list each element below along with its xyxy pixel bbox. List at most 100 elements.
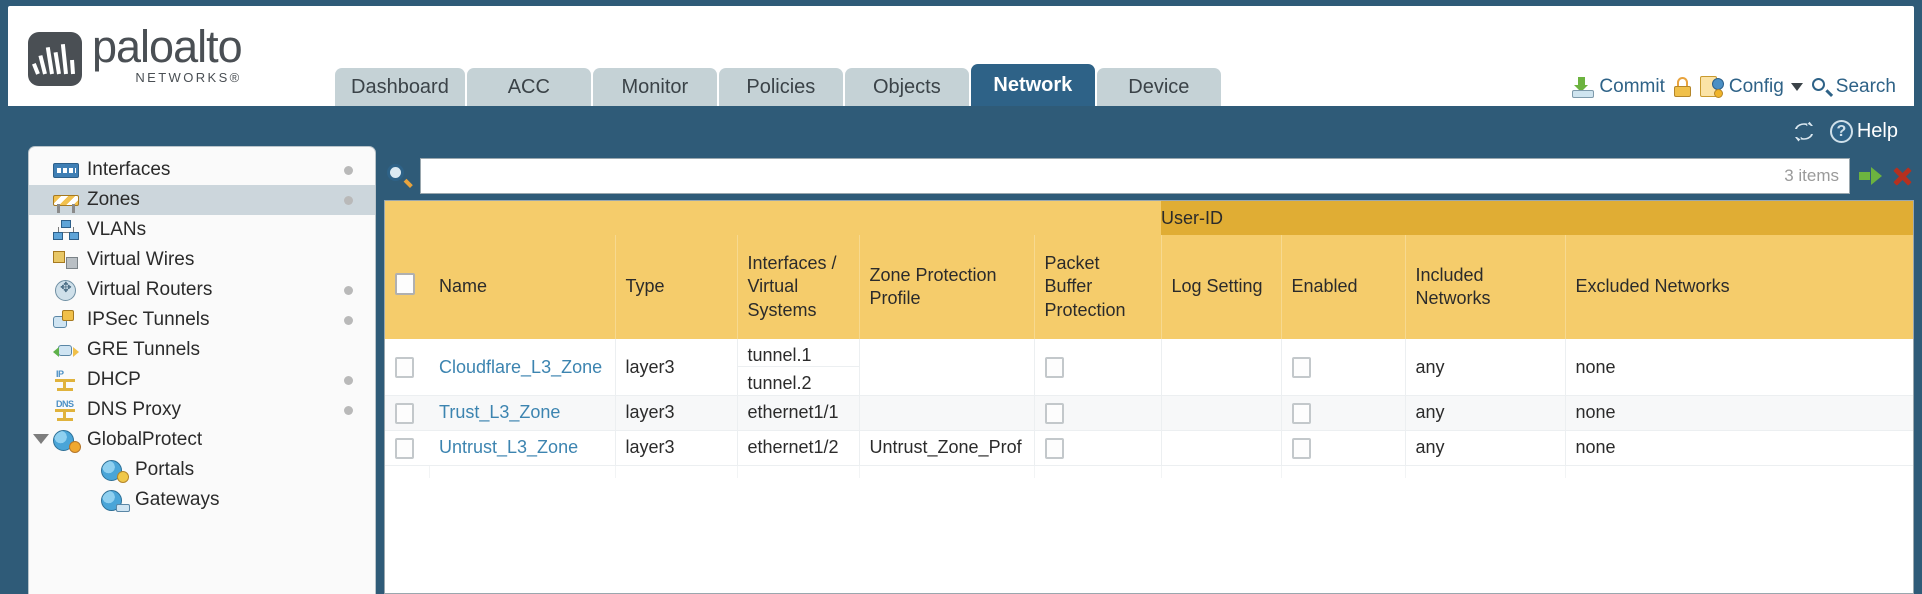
cell-zone-protection-profile: Untrust_Zone_Prof [859, 430, 1035, 466]
sidebar-item-virtual-routers[interactable]: Virtual Routers [29, 275, 375, 305]
cell-type: layer3 [615, 339, 738, 396]
column-header-zone-protection-profile[interactable]: Zone Protection Profile [859, 235, 1035, 339]
cell-name[interactable]: Trust_L3_Zone [429, 395, 616, 431]
group-header-spacer [385, 201, 1161, 235]
sidebar-item-zones[interactable]: Zones [29, 185, 375, 215]
commit-label: Commit [1599, 76, 1665, 97]
virtual-wires-icon [53, 250, 79, 271]
cell-name[interactable]: Cloudflare_L3_Zone [429, 339, 616, 396]
tab-dashboard[interactable]: Dashboard [335, 68, 465, 106]
search-icon[interactable] [386, 163, 413, 189]
select-all-checkbox[interactable] [395, 272, 415, 295]
packet-buffer-protection-checkbox[interactable] [1044, 402, 1064, 424]
cell-type: layer3 [615, 395, 738, 431]
lock-button[interactable] [1673, 77, 1691, 97]
tab-policies[interactable]: Policies [718, 68, 843, 106]
tab-device[interactable]: Device [1096, 68, 1221, 106]
search-icon [1811, 77, 1833, 97]
commit-button[interactable]: Commit [1572, 76, 1665, 98]
select-all-header [385, 235, 429, 339]
sidebar-item-interfaces[interactable]: Interfaces [29, 155, 375, 185]
row-checkbox[interactable] [395, 437, 414, 459]
table-group-header-row: User-ID [385, 201, 1913, 235]
search-box[interactable]: 3 items [420, 158, 1850, 194]
sidebar-item-label: Zones [87, 189, 140, 210]
sidebar-item-vlans[interactable]: VLANs [29, 215, 375, 245]
utility-bar: ? Help [8, 106, 1914, 166]
help-icon: ? [1829, 120, 1853, 143]
column-header-type[interactable]: Type [615, 235, 738, 339]
section-marker-dot [344, 316, 353, 325]
column-header-excluded-networks[interactable]: Excluded Networks [1565, 235, 1913, 339]
gre-tunnels-icon [53, 340, 79, 361]
sidebar-item-gre-tunnels[interactable]: GRE Tunnels [29, 335, 375, 365]
column-header-interfaces[interactable]: Interfaces / Virtual Systems [737, 235, 860, 339]
item-count-label: 3 items [1784, 166, 1839, 185]
zones-content-panel: 3 items User-ID [384, 146, 1914, 594]
zone-name-link[interactable]: Trust_L3_Zone [439, 402, 561, 423]
userid-enabled-checkbox[interactable] [1291, 402, 1311, 424]
sidebar-item-ipsec-tunnels[interactable]: IPSec Tunnels [29, 305, 375, 335]
expander-collapse-icon[interactable] [33, 434, 49, 444]
cell-excluded-networks: none [1565, 339, 1913, 396]
cell-included-networks: any [1405, 339, 1566, 396]
sidebar-item-dns-proxy[interactable]: DNS DNS Proxy [29, 395, 375, 425]
sidebar-item-gateways[interactable]: Gateways [29, 485, 375, 515]
table-row[interactable]: Untrust_L3_Zone layer3 ethernet1/2 Untru… [385, 430, 1913, 466]
cell-packet-buffer-protection [1034, 395, 1162, 431]
table-row[interactable]: Trust_L3_Zone layer3 ethernet1/1 any [385, 395, 1913, 431]
help-button[interactable]: ? Help [1829, 120, 1898, 143]
dns-proxy-icon: DNS [53, 399, 79, 421]
portals-icon [101, 459, 129, 483]
tab-objects[interactable]: Objects [844, 68, 969, 106]
config-menu[interactable]: Config [1699, 76, 1803, 98]
ipsec-tunnels-icon [53, 309, 79, 331]
column-header-included-networks[interactable]: Included Networks [1405, 235, 1566, 339]
zone-name-link[interactable]: Untrust_L3_Zone [439, 437, 579, 458]
sidebar-item-dhcp[interactable]: IP DHCP [29, 365, 375, 395]
userid-enabled-checkbox[interactable] [1291, 437, 1311, 459]
packet-buffer-protection-checkbox[interactable] [1044, 356, 1064, 378]
userid-enabled-checkbox[interactable] [1291, 356, 1311, 378]
search-input[interactable] [431, 166, 1775, 186]
tab-network[interactable]: Network [970, 64, 1095, 106]
sidebar-item-label: Gateways [135, 489, 220, 510]
refresh-icon[interactable] [1792, 121, 1816, 143]
table-header-row: Name Type Interfaces / Virtual Systems Z… [385, 235, 1913, 339]
tab-monitor[interactable]: Monitor [592, 68, 717, 106]
sidebar-item-label: Portals [135, 459, 195, 480]
cell-interfaces: tunnel.1 tunnel.2 [737, 339, 860, 396]
row-select-cell [385, 430, 429, 466]
interface-entry: tunnel.2 [747, 373, 812, 393]
column-header-log-setting[interactable]: Log Setting [1161, 235, 1282, 339]
main-nav-tabs: Dashboard ACC Monitor Policies Objects N… [335, 64, 1221, 106]
search-button[interactable]: Search [1811, 76, 1896, 98]
column-header-packet-buffer-protection[interactable]: Packet Buffer Protection [1034, 235, 1162, 339]
config-icon [1699, 76, 1724, 98]
row-checkbox[interactable] [395, 356, 414, 378]
sidebar-item-virtual-wires[interactable]: Virtual Wires [29, 245, 375, 275]
apply-filter-arrow-icon[interactable] [1858, 164, 1882, 188]
sidebar-item-label: Virtual Wires [87, 249, 195, 270]
cell-name[interactable]: Untrust_L3_Zone [429, 430, 616, 466]
group-header-userid: User-ID [1161, 201, 1913, 235]
sidebar-item-portals[interactable]: Portals [29, 455, 375, 485]
cell-excluded-networks: none [1565, 395, 1913, 431]
filter-bar: 3 items [384, 152, 1914, 200]
zone-name-link[interactable]: Cloudflare_L3_Zone [439, 356, 603, 377]
column-header-name[interactable]: Name [429, 235, 616, 339]
table-row[interactable]: Cloudflare_L3_Zone layer3 tunnel.1 tunne… [385, 339, 1913, 396]
packet-buffer-protection-checkbox[interactable] [1044, 437, 1064, 459]
cell-log-setting [1161, 339, 1282, 396]
virtual-routers-icon [53, 279, 79, 301]
cell-packet-buffer-protection [1034, 430, 1162, 466]
row-checkbox[interactable] [395, 402, 414, 424]
column-header-enabled[interactable]: Enabled [1281, 235, 1406, 339]
cell-packet-buffer-protection [1034, 339, 1162, 396]
sidebar-item-globalprotect[interactable]: GlobalProtect [29, 425, 375, 455]
tab-acc[interactable]: ACC [466, 68, 591, 106]
clear-filter-x-icon[interactable] [1890, 164, 1914, 188]
table-empty-space [385, 465, 1913, 478]
sidebar-item-label: Virtual Routers [87, 279, 213, 300]
